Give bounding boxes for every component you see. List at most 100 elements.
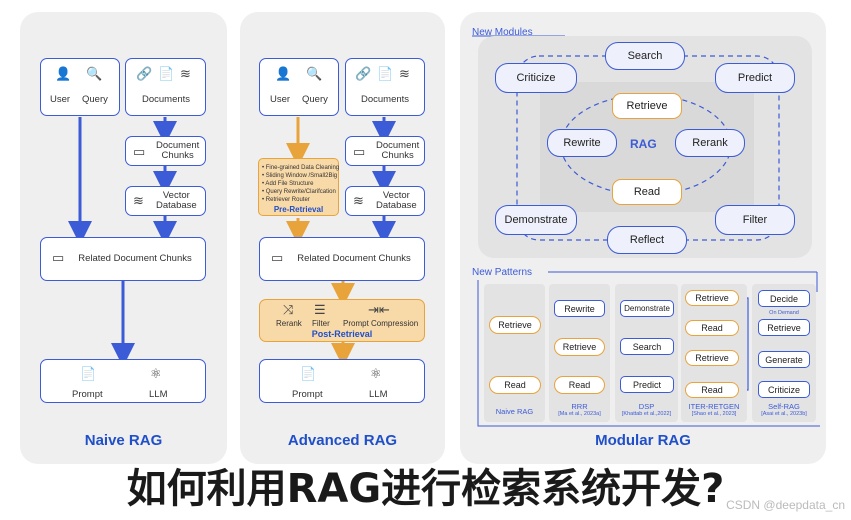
pattern-step: Retrieve	[489, 316, 541, 334]
naive-rag-title: Naive RAG	[84, 432, 163, 449]
pattern-step: Predict	[620, 376, 674, 393]
stack-icon: ≋	[133, 193, 144, 208]
module-retrieve: Retrieve	[612, 93, 682, 119]
adv-documents-label: Documents	[361, 94, 410, 105]
pre-item: • Sliding Window /Small2Big	[262, 173, 338, 179]
pattern-naive-rag	[484, 284, 545, 422]
link-icon: 🔗	[136, 66, 153, 81]
pattern-ref: [Khattab et al.,2022]	[621, 411, 672, 417]
link-icon: 🔗	[355, 66, 372, 81]
module-reflect: Reflect	[607, 226, 687, 254]
adv-query-label: Query	[302, 94, 328, 105]
adv-user-label: User	[270, 94, 291, 105]
rag-label: RAG	[630, 137, 657, 151]
layers-icon: ≋	[399, 66, 410, 81]
related-chunks-box: Related Document Chunks	[40, 237, 206, 281]
folder-icon: ▭	[133, 144, 146, 159]
compress-icon: ⇥⇤	[368, 302, 390, 317]
caption: 如何利用RAG进行检索系统开发?	[126, 466, 725, 512]
pattern-name: DSP	[638, 402, 655, 411]
pattern-ref: [Ma et al., 2023a]	[558, 411, 601, 417]
pattern-ref: [Shao et al., 2023]	[691, 411, 737, 417]
prompt-compression-label: Prompt Compression	[343, 319, 419, 328]
pattern-step: Retrieve	[758, 319, 810, 336]
on-demand-label: On Demand	[769, 310, 799, 316]
query-icon: 🔍	[306, 66, 323, 81]
prompt-llm-box	[40, 359, 206, 403]
pattern-step: Read	[489, 376, 541, 394]
post-retrieval-box	[259, 299, 425, 342]
pattern-name: ITER-RETGEN	[688, 402, 740, 411]
adv-document-chunks-box: Document Chunks	[345, 136, 425, 166]
adv-related-chunks-box: Related Document Chunks	[259, 237, 425, 281]
pre-item: • Retriever Router	[262, 197, 310, 203]
shuffle-icon: ⤨	[283, 302, 294, 317]
pattern-step: Read	[685, 382, 739, 398]
user-query-box	[40, 58, 120, 116]
module-search: Search	[605, 42, 685, 70]
folder-icon: ▭	[52, 250, 65, 265]
document-chunks-box: Document Chunks	[125, 136, 206, 166]
module-read: Read	[612, 179, 682, 205]
pattern-step: Decide	[758, 290, 810, 307]
documents-label: Documents	[142, 94, 191, 105]
new-patterns-label: New Patterns	[472, 267, 533, 278]
module-predict: Predict	[715, 63, 795, 93]
post-retrieval-label: Post-Retrieval	[311, 329, 373, 339]
rerank-label: Rerank	[276, 319, 302, 328]
pattern-ref: [Asai et al., 2023b]	[761, 411, 807, 417]
adv-vector-database-box: Vector Database	[345, 186, 425, 216]
advanced-rag-title: Advanced RAG	[287, 432, 398, 449]
layers-icon: ≋	[180, 66, 191, 81]
document-icon: 📄	[158, 66, 175, 81]
pre-retrieval-box	[258, 158, 339, 216]
prompt-label: Prompt	[72, 389, 103, 400]
modular-rag-title: Modular RAG	[595, 432, 691, 449]
pre-retrieval-label: Pre-Retrieval	[273, 205, 324, 214]
adv-documents-box	[345, 58, 425, 116]
pattern-step: Retrieve	[685, 290, 739, 306]
prompt-icon: 📄	[80, 366, 97, 381]
vector-database-box: Vector Database	[125, 186, 206, 216]
pattern-step: Retrieve	[554, 338, 605, 356]
document-icon: 📄	[377, 66, 394, 81]
pattern-name: Naive RAG	[495, 407, 534, 416]
adv-prompt-llm-box	[259, 359, 425, 403]
adv-llm-label: LLM	[369, 389, 388, 400]
pre-item: • Fine-grained Data Cleaning	[262, 165, 340, 171]
folder-icon: ▭	[353, 144, 366, 159]
module-filter: Filter	[715, 205, 795, 235]
new-modules-label: New Modules	[472, 27, 533, 38]
module-criticize: Criticize	[495, 63, 577, 93]
stack-icon: ≋	[353, 193, 364, 208]
user-icon: 👤	[275, 66, 292, 81]
pre-item: • Query Rewrite/Clarifcation	[262, 189, 336, 195]
pattern-step: Retrieve	[685, 350, 739, 366]
prompt-icon: 📄	[300, 366, 317, 381]
user-icon: 👤	[55, 66, 72, 81]
pattern-step: Read	[554, 376, 605, 394]
pattern-step: Generate	[758, 351, 810, 368]
folder-icon: ▭	[271, 250, 284, 265]
llm-label: LLM	[149, 389, 168, 400]
query-icon: 🔍	[86, 66, 103, 81]
pattern-step: Read	[685, 320, 739, 336]
adv-user-query-box	[259, 58, 339, 116]
pattern-name: Self-RAG	[768, 402, 800, 411]
pattern-step: Demonstrate	[620, 300, 674, 317]
module-rerank: Rerank	[675, 129, 745, 157]
filter-label: Filter	[312, 319, 330, 328]
pattern-step: Criticize	[758, 381, 810, 398]
module-rewrite: Rewrite	[547, 129, 617, 157]
query-label: Query	[82, 94, 108, 105]
llm-icon: ⚛	[370, 366, 382, 381]
pre-item: • Add File Structure	[262, 181, 314, 187]
llm-icon: ⚛	[150, 366, 162, 381]
module-demonstrate: Demonstrate	[495, 205, 577, 235]
documents-box	[125, 58, 206, 116]
pattern-name: RRR	[571, 402, 588, 411]
watermark: CSDN @deepdata_cn	[726, 498, 845, 512]
pattern-step: Search	[620, 338, 674, 355]
pattern-step: Rewrite	[554, 300, 605, 317]
adv-prompt-label: Prompt	[292, 389, 323, 400]
